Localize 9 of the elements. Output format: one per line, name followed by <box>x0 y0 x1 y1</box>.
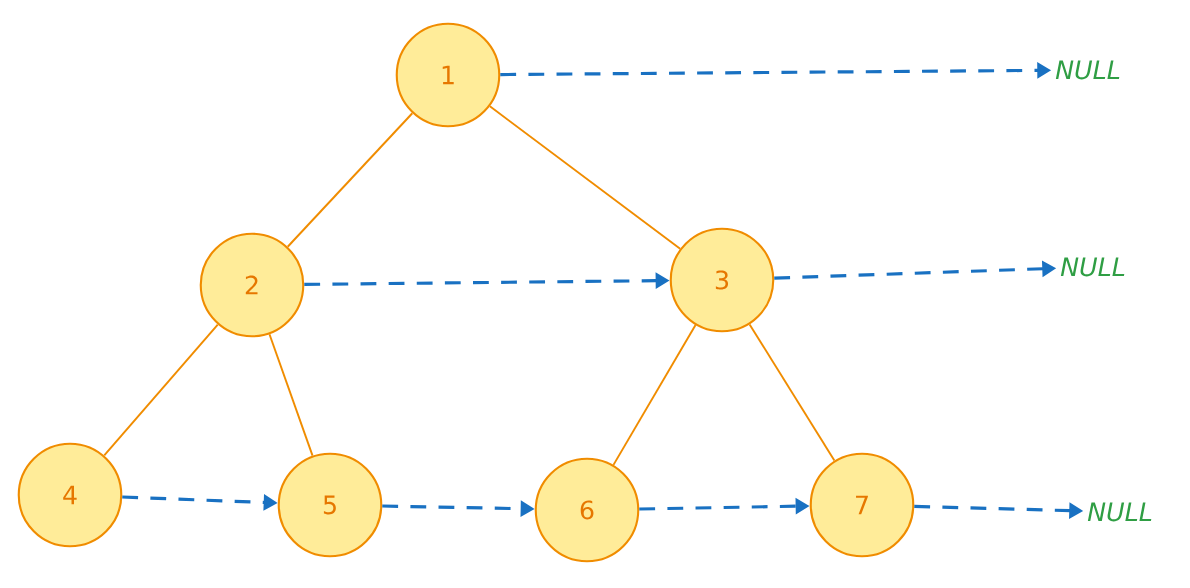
tree-edge <box>268 333 314 457</box>
null-label: NULL <box>1087 502 1152 522</box>
tree-edge <box>103 323 219 457</box>
tree-edge <box>748 323 836 462</box>
null-label: NULL <box>1055 60 1120 80</box>
tree-edge <box>612 324 697 466</box>
tree-edge <box>488 105 682 250</box>
null-label: NULL <box>1060 257 1125 277</box>
tree-edge <box>286 112 414 248</box>
